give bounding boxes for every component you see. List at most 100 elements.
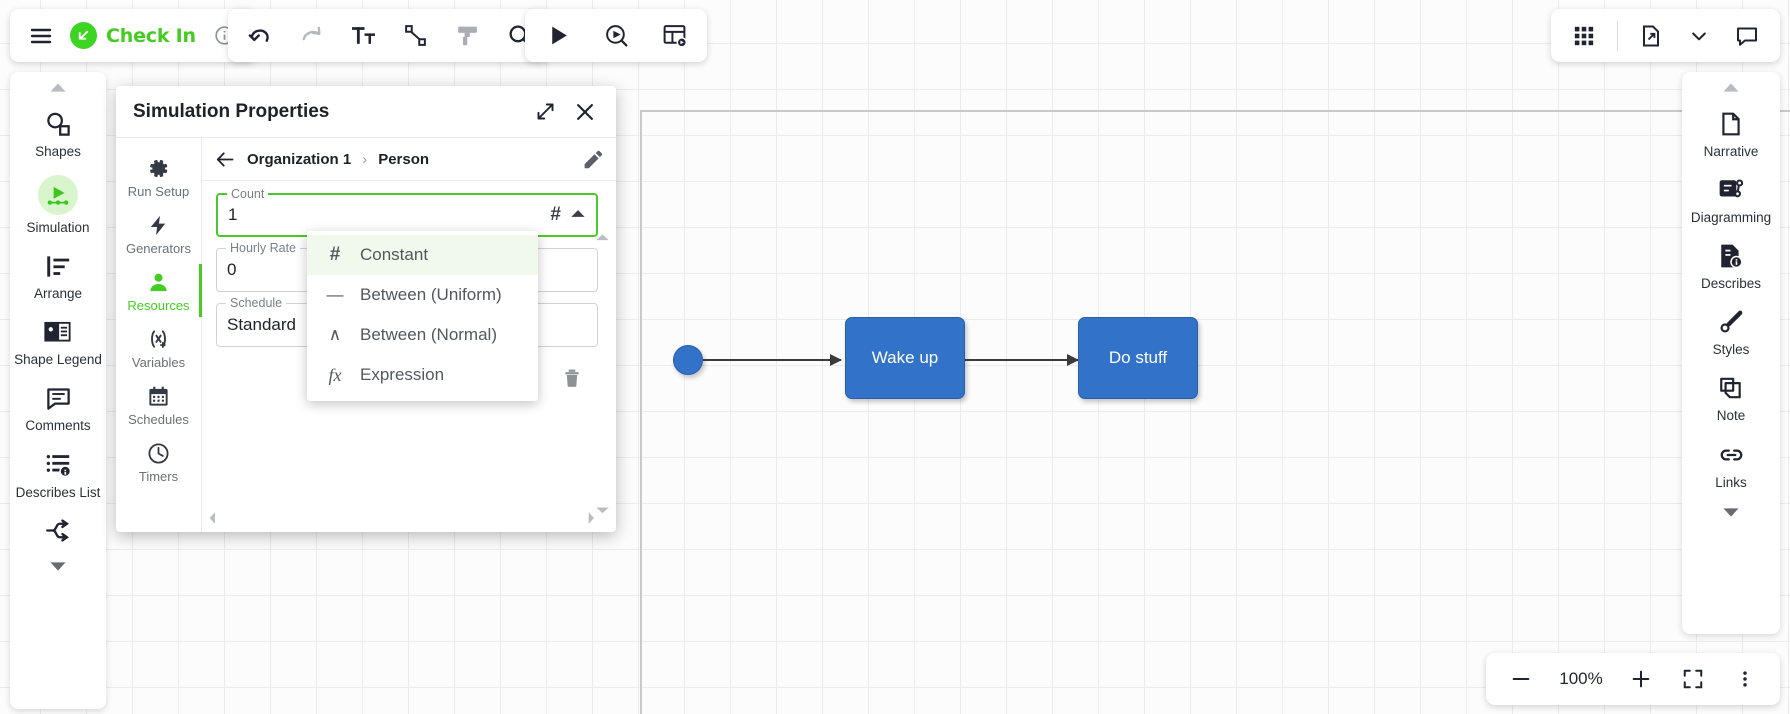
fullscreen-icon[interactable] xyxy=(1678,664,1708,694)
diagramming-icon xyxy=(1718,175,1745,205)
schedule-field-value[interactable]: Standard xyxy=(227,315,296,334)
dialog-header: Simulation Properties xyxy=(116,86,616,138)
zoom-toolbar: 100% xyxy=(1486,653,1780,705)
breadcrumb: Organization 1 › Person xyxy=(202,138,616,181)
dialog-nav-variables[interactable]: Variables xyxy=(116,319,201,376)
dialog-nav-label: Variables xyxy=(131,355,186,370)
right-rail-scroll-down-icon[interactable] xyxy=(1721,503,1741,525)
calendar-icon xyxy=(147,383,170,409)
dash-line-icon: — xyxy=(326,285,344,304)
run-toolbar xyxy=(525,9,707,62)
shape-label: Wake up xyxy=(871,348,939,367)
check-in-label: Check In xyxy=(106,24,196,47)
connector-line-icon[interactable] xyxy=(400,21,430,51)
branch-flow-icon xyxy=(45,516,72,546)
dropdown-option-between-normal[interactable]: ∧ Between (Normal) xyxy=(307,315,538,355)
sidebar-item-describes-list[interactable]: Describes List xyxy=(10,441,106,507)
sidebar-item-shapes[interactable]: Shapes xyxy=(10,100,106,166)
link-chain-icon xyxy=(1718,440,1745,470)
sidebar-item-note[interactable]: Note xyxy=(1682,364,1780,430)
start-node[interactable] xyxy=(673,345,703,375)
sidebar-label: Shapes xyxy=(35,144,81,159)
arrow-left-icon[interactable] xyxy=(214,148,236,170)
comment-bubble-icon[interactable] xyxy=(1732,21,1762,51)
fx-expression-icon: fx xyxy=(328,364,342,385)
sidebar-label: Note xyxy=(1716,408,1746,424)
undo-icon[interactable] xyxy=(244,21,274,51)
sidebar-item-describes[interactable]: Describes xyxy=(1682,232,1780,298)
paintbrush-icon xyxy=(1718,307,1744,337)
right-sidebar: Narrative Diagramming xyxy=(1682,72,1780,634)
left-sidebar: Shapes Simulation Arrange xyxy=(10,72,106,709)
note-stack-icon xyxy=(1718,373,1744,403)
format-painter-icon[interactable] xyxy=(452,21,482,51)
count-field-value[interactable]: 1 xyxy=(228,205,238,224)
text-format-icon[interactable] xyxy=(348,21,378,51)
chevron-down-icon[interactable] xyxy=(1684,21,1714,51)
connector-start-to-wakeup[interactable] xyxy=(703,354,842,366)
form-scroll-right-icon[interactable] xyxy=(586,511,596,530)
dialog-nav-generators[interactable]: Generators xyxy=(116,205,201,262)
dropdown-option-label: Expression xyxy=(360,365,445,384)
check-in-arrow-icon xyxy=(70,22,97,49)
dialog-nav-label: Generators xyxy=(125,241,192,256)
more-vertical-icon[interactable] xyxy=(1730,664,1760,694)
pencil-edit-icon[interactable] xyxy=(581,148,603,170)
sidebar-item-links[interactable]: Links xyxy=(1682,431,1780,497)
right-rail-scroll-up-icon[interactable] xyxy=(1721,78,1741,100)
distribution-type-dropdown: # Constant — Between (Uniform) ∧ Between… xyxy=(307,231,538,401)
dialog-nav-run-setup[interactable]: Run Setup xyxy=(116,148,201,205)
shape-wake-up[interactable]: Wake up xyxy=(845,317,965,399)
form-scroll-up-icon[interactable] xyxy=(595,229,610,247)
dialog-nav-schedules[interactable]: Schedules xyxy=(116,376,201,433)
results-table-icon[interactable] xyxy=(659,21,689,51)
sidebar-item-styles[interactable]: Styles xyxy=(1682,298,1780,364)
expand-diagonal-icon[interactable] xyxy=(530,97,560,127)
edit-toolbar xyxy=(228,9,550,62)
grid-apps-icon[interactable] xyxy=(1569,21,1599,51)
hourly-rate-field-value[interactable]: 0 xyxy=(227,260,237,279)
connector-wakeup-to-dostuff[interactable] xyxy=(965,354,1079,366)
zoom-out-button[interactable] xyxy=(1506,664,1536,694)
sidebar-label: Simulation xyxy=(26,220,90,236)
sidebar-label: Arrange xyxy=(33,286,83,302)
describes-list-icon xyxy=(45,450,72,480)
breadcrumb-root[interactable]: Organization 1 xyxy=(247,150,352,168)
left-rail-scroll-up-icon[interactable] xyxy=(48,78,68,100)
sidebar-item-arrange[interactable]: Arrange xyxy=(10,242,106,308)
count-field-adornment[interactable]: # xyxy=(550,204,586,226)
dropdown-option-label: Constant xyxy=(360,245,429,264)
dropdown-option-label: Between (Normal) xyxy=(360,325,497,344)
hash-icon: # xyxy=(329,244,341,265)
sidebar-item-simulation[interactable]: Simulation xyxy=(10,166,106,242)
dropdown-option-between-uniform[interactable]: — Between (Uniform) xyxy=(307,275,538,315)
simulation-play-icon xyxy=(38,175,78,216)
dialog-nav-resources[interactable]: Resources xyxy=(116,262,202,319)
sidebar-item-diagramming[interactable]: Diagramming xyxy=(1682,166,1780,232)
hamburger-menu-icon[interactable] xyxy=(26,21,56,51)
form-scroll-left-icon[interactable] xyxy=(207,511,217,530)
play-search-icon[interactable] xyxy=(601,21,631,51)
dropdown-option-expression[interactable]: fx Expression xyxy=(307,355,538,395)
person-icon xyxy=(147,269,170,295)
simulation-properties-dialog: Simulation Properties xyxy=(116,86,616,532)
variable-x-icon xyxy=(147,326,170,352)
left-rail-scroll-down-icon[interactable] xyxy=(48,557,68,579)
dropdown-option-constant[interactable]: # Constant xyxy=(307,235,538,275)
play-icon[interactable] xyxy=(543,21,573,51)
form-scroll-down-icon[interactable] xyxy=(595,502,610,520)
sidebar-item-branch-flow[interactable] xyxy=(10,507,106,553)
redo-icon[interactable] xyxy=(296,21,326,51)
zoom-in-button[interactable] xyxy=(1626,664,1656,694)
sidebar-item-shape-legend[interactable]: Shape Legend xyxy=(10,308,106,374)
breadcrumb-current[interactable]: Person xyxy=(378,150,430,168)
trash-delete-icon[interactable] xyxy=(562,367,582,394)
dialog-nav-timers[interactable]: Timers xyxy=(116,433,201,490)
close-x-icon[interactable] xyxy=(570,97,600,127)
check-in-button[interactable]: Check In xyxy=(70,22,196,49)
document-share-icon[interactable] xyxy=(1636,21,1666,51)
sidebar-item-narrative[interactable]: Narrative xyxy=(1682,100,1780,166)
distribution-chevron-up-icon[interactable] xyxy=(570,206,586,224)
sidebar-item-comments[interactable]: Comments xyxy=(10,374,106,440)
shape-do-stuff[interactable]: Do stuff xyxy=(1078,317,1198,399)
